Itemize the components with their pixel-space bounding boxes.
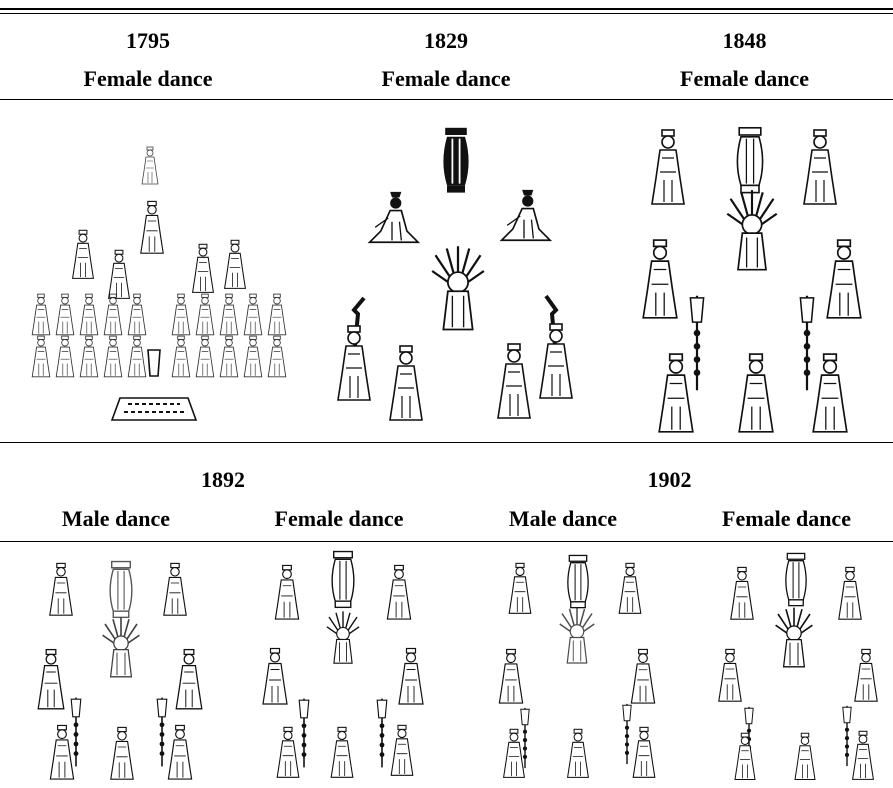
col-1829-header: 1829 Female dance xyxy=(296,28,596,92)
label-1892-female: Female dance xyxy=(232,506,446,532)
col-1795-header: 1795 Female dance xyxy=(0,28,296,92)
col-1848-header: 1848 Female dance xyxy=(596,28,893,92)
year-1829: 1829 xyxy=(296,28,596,54)
year-1902: 1902 xyxy=(446,467,893,493)
top-double-rule-1 xyxy=(0,8,893,10)
label-1902-female: Female dance xyxy=(680,506,893,532)
image-1902-male-dance xyxy=(488,548,672,784)
header-rule-top xyxy=(0,99,893,100)
top-double-rule-2 xyxy=(0,13,893,14)
middle-rule xyxy=(0,442,893,443)
dance-type-1848: Female dance xyxy=(596,66,893,92)
year-1795: 1795 xyxy=(0,28,296,54)
image-1848-female-dance xyxy=(612,118,882,438)
image-1795-female-dance xyxy=(10,140,290,438)
dance-type-1795: Female dance xyxy=(0,66,296,92)
image-1892-female-dance xyxy=(244,546,444,784)
label-1902-male: Male dance xyxy=(446,506,680,532)
image-1829-female-dance xyxy=(320,124,580,428)
dance-type-1829: Female dance xyxy=(296,66,596,92)
year-1848: 1848 xyxy=(596,28,893,54)
image-1902-female-dance xyxy=(710,548,890,784)
year-1892: 1892 xyxy=(0,467,446,493)
label-1892-male: Male dance xyxy=(0,506,232,532)
image-1892-male-dance xyxy=(14,556,228,784)
header-rule-bottom xyxy=(0,541,893,542)
